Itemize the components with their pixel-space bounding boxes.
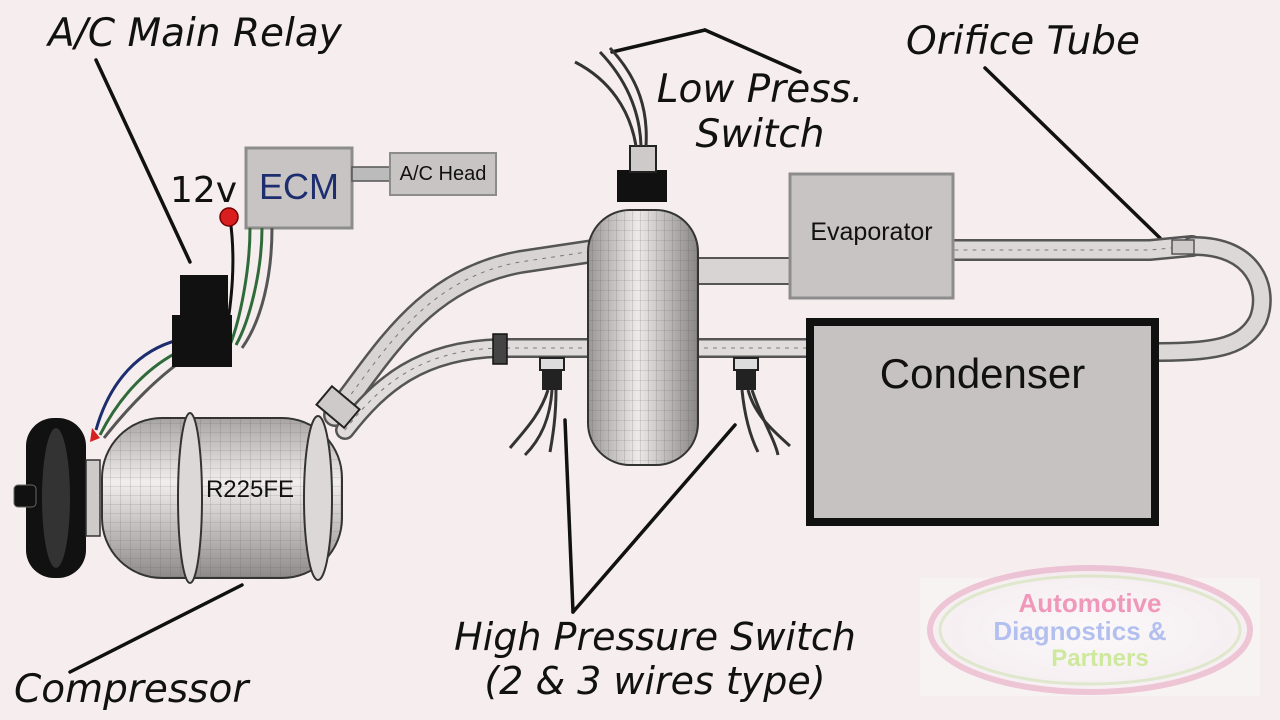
evaporator-box xyxy=(788,172,955,300)
orifice-tube xyxy=(1171,239,1195,255)
ecm-label: ECM xyxy=(259,166,339,207)
low-pressure-line2: Switch xyxy=(695,111,825,157)
ac-head-label: A/C Head xyxy=(399,163,487,185)
ecm-connector xyxy=(351,166,391,182)
accumulator xyxy=(574,46,699,466)
low-pressure-line1: Low Press. xyxy=(656,67,864,112)
high-pressure-line1: High Pressure Switch xyxy=(454,615,856,659)
compressor-label: Compressor xyxy=(14,667,249,712)
high-pressure-switch-label: High Pressure Switch (2 & 3 wires type) xyxy=(420,615,890,703)
watermark: Automotive Diagnostics & Partners xyxy=(920,565,1260,696)
low-pressure-switch-label: Low Press. Switch xyxy=(650,67,870,158)
ac-main-relay-label: A/C Main Relay xyxy=(48,11,342,56)
pipes xyxy=(323,235,1272,440)
ecm-box xyxy=(244,146,354,230)
evaporator-label: Evaporator xyxy=(810,218,933,246)
compressor-model-label: R225FE xyxy=(205,476,295,503)
ac-head-box xyxy=(389,152,497,196)
orifice-tube-label: Orifice Tube xyxy=(906,19,1140,64)
high-pressure-switch-right xyxy=(733,357,791,456)
power-terminal xyxy=(219,207,239,227)
condenser-label: Condenser xyxy=(879,350,1086,397)
callout-lines xyxy=(68,28,1162,674)
compressor xyxy=(13,384,361,584)
high-pressure-switch-left xyxy=(508,357,565,457)
watermark-line2: Diagnostics & xyxy=(993,616,1166,646)
condenser-box xyxy=(806,318,1159,526)
hose-fitting xyxy=(492,333,508,365)
watermark-line3: Partners xyxy=(1051,645,1148,672)
high-pressure-line2: (2 & 3 wires type) xyxy=(484,658,826,703)
voltage-label: 12v xyxy=(170,170,238,211)
watermark-line1: Automotive xyxy=(1019,588,1162,618)
ac-main-relay xyxy=(172,275,232,367)
